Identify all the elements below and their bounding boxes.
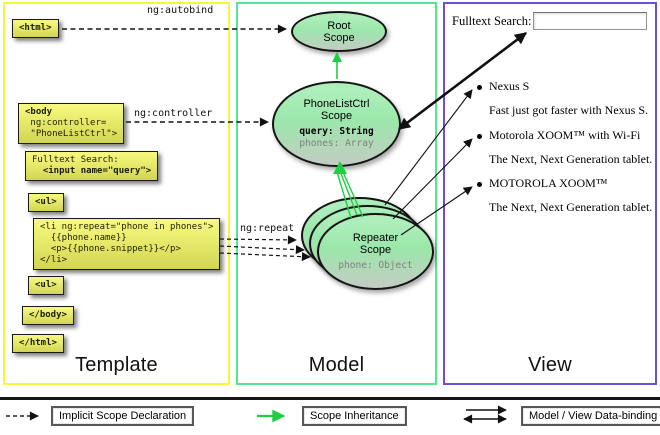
code-box-body-open: <body ng:controller= "PhoneListCtrl"> xyxy=(18,103,125,144)
code-line: </html> xyxy=(19,338,57,348)
code-line: {{phone.name}} xyxy=(40,233,127,243)
view-search-label: Fulltext Search: xyxy=(452,14,532,28)
scope-name: Root xyxy=(327,19,351,32)
scope-name: Repeater xyxy=(352,231,399,244)
legend-databinding-arrows xyxy=(463,405,507,424)
code-box-ul-open: <ul> xyxy=(28,193,64,212)
ng-repeat-label: ng:repeat xyxy=(240,223,295,234)
model-column-label: Model xyxy=(308,354,365,376)
template-column-label: Template xyxy=(75,354,158,376)
bullet-icon xyxy=(477,85,482,90)
code-line: <ul> xyxy=(35,197,57,207)
view-item-desc: The Next, Next Generation tablet. xyxy=(489,200,653,214)
ng-controller-label: ng:controller xyxy=(134,108,213,119)
legend-model-view-data-binding: Model / View Data-binding xyxy=(521,406,660,426)
scope-props: phone: Object xyxy=(338,260,412,272)
view-item-title: MOTOROLA XOOM™ xyxy=(489,176,608,190)
code-line: <li ng:repeat="phone in phones"> xyxy=(40,222,214,232)
code-line: </li> xyxy=(40,255,68,265)
view-item-desc: Fast just got faster with Nexus S. xyxy=(489,103,648,117)
bullet-icon xyxy=(477,134,482,139)
scope-prop-query: query: String xyxy=(299,126,374,137)
code-line: "PhoneListCtrl"> xyxy=(25,129,118,139)
legend-implicit-scope-declaration: Implicit Scope Declaration xyxy=(51,406,195,426)
code-box-body-close: </body> xyxy=(22,306,74,325)
fulltext-search-input[interactable] xyxy=(533,12,647,30)
code-line: Fulltext Search: xyxy=(32,155,119,165)
view-column: View xyxy=(443,2,657,385)
ng-autobind-label: ng:autobind xyxy=(147,5,214,16)
code-box-html-close: </html> xyxy=(12,334,64,353)
code-line: ng:controller= xyxy=(25,118,107,128)
scope-name: Scope xyxy=(323,31,355,44)
view-item-title: Nexus S xyxy=(489,79,530,93)
code-box-ul-close: <ul> xyxy=(28,276,64,295)
phonelistctrl-scope-ellipse: PhoneListCtrl Scope query: String phones… xyxy=(272,81,401,167)
legend-scope-inheritance: Scope Inheritance xyxy=(302,406,407,426)
scope-name: Scope xyxy=(320,110,353,122)
model-column: Model xyxy=(236,2,437,385)
code-line: </body> xyxy=(29,310,67,320)
code-line: <p>{{phone.snippet}}</p> xyxy=(40,244,181,254)
code-box-fulltext-input: Fulltext Search: <input name="query"> xyxy=(25,151,159,181)
scope-props: query: String phones: Array xyxy=(299,126,373,150)
bullet-icon xyxy=(477,182,482,187)
scope-prop-phone: phone: Object xyxy=(338,259,413,271)
scope-prop-phones: phones: Array xyxy=(299,138,374,149)
code-line: <body xyxy=(25,107,53,117)
scope-name: PhoneListCtrl xyxy=(303,98,370,110)
view-item-desc: The Next, Next Generation tablet. xyxy=(489,152,653,166)
view-column-label: View xyxy=(528,354,572,376)
code-line: <html> xyxy=(19,23,52,33)
code-line: <ul> xyxy=(35,280,57,290)
root-scope-ellipse: Root Scope xyxy=(291,11,387,52)
code-line: <input name="query"> xyxy=(32,166,152,176)
view-item-title: Motorola XOOM™ with Wi-Fi xyxy=(489,128,641,142)
repeater-scope-ellipse-front: Repeater Scope phone: Object xyxy=(317,213,434,290)
legend-divider-line xyxy=(0,397,660,400)
scope-name: Scope xyxy=(359,243,392,256)
code-box-li-repeat: <li ng:repeat="phone in phones"> {{phone… xyxy=(33,218,221,270)
code-box-html-open: <html> xyxy=(12,19,59,38)
